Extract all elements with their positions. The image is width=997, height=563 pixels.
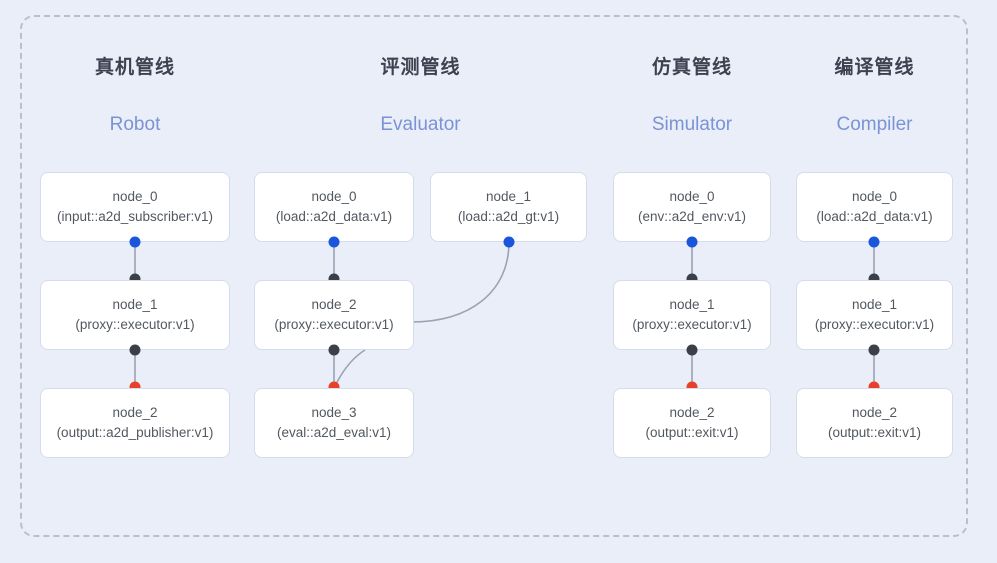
port-output-robot-1[interactable] xyxy=(129,344,141,356)
node-name: node_2 xyxy=(112,405,158,420)
port-output-simulator-1[interactable] xyxy=(686,344,698,356)
node-type: (output::a2d_publisher:v1) xyxy=(56,425,214,440)
node-compiler-1[interactable]: node_1 (proxy::executor:v1) xyxy=(796,280,953,350)
node-type: (load::a2d_data:v1) xyxy=(816,209,933,224)
port-output-compiler-1[interactable] xyxy=(868,344,880,356)
node-type: (proxy::executor:v1) xyxy=(814,317,935,332)
port-input-evaluator-3[interactable] xyxy=(328,381,340,393)
node-name: node_1 xyxy=(669,297,715,312)
column-title-en-compiler: Compiler xyxy=(836,114,913,135)
port-output-evaluator-1[interactable] xyxy=(503,236,515,248)
pipeline-column-compiler: 编译管线 Compiler xyxy=(796,55,953,138)
port-input-compiler-2[interactable] xyxy=(868,381,880,393)
dashed-container-frame xyxy=(20,15,968,537)
pipeline-column-robot: 真机管线 Robot xyxy=(40,55,230,138)
node-compiler-0[interactable]: node_0 (load::a2d_data:v1) xyxy=(796,172,953,242)
column-title-cn-evaluator: 评测管线 xyxy=(380,57,461,78)
node-robot-0[interactable]: node_0 (input::a2d_subscriber:v1) xyxy=(40,172,230,242)
pipeline-column-simulator: 仿真管线 Simulator xyxy=(613,55,771,138)
node-simulator-2[interactable]: node_2 (output::exit:v1) xyxy=(613,388,771,458)
node-name: node_0 xyxy=(112,189,158,204)
port-input-robot-1[interactable] xyxy=(129,273,141,285)
node-simulator-1[interactable]: node_1 (proxy::executor:v1) xyxy=(613,280,771,350)
column-title-en-evaluator: Evaluator xyxy=(380,114,461,135)
node-type: (proxy::executor:v1) xyxy=(632,317,752,332)
node-type: (env::a2d_env:v1) xyxy=(637,209,747,224)
node-evaluator-2[interactable]: node_2 (proxy::executor:v1) xyxy=(254,280,414,350)
port-input-robot-2[interactable] xyxy=(129,381,141,393)
column-title-en-simulator: Simulator xyxy=(651,114,733,135)
column-title-cn-robot: 真机管线 xyxy=(94,57,175,78)
node-name: node_1 xyxy=(112,297,158,312)
port-input-compiler-1[interactable] xyxy=(868,273,880,285)
pipeline-column-evaluator: 评测管线 Evaluator xyxy=(254,55,587,138)
port-input-evaluator-2[interactable] xyxy=(328,273,340,285)
node-type: (proxy::executor:v1) xyxy=(75,317,195,332)
node-name: node_1 xyxy=(485,189,532,204)
port-input-simulator-2[interactable] xyxy=(686,381,698,393)
node-type: (proxy::executor:v1) xyxy=(274,317,394,332)
port-output-evaluator-0[interactable] xyxy=(328,236,340,248)
node-type: (output::exit:v1) xyxy=(827,425,922,440)
node-simulator-0[interactable]: node_0 (env::a2d_env:v1) xyxy=(613,172,771,242)
node-name: node_2 xyxy=(851,405,898,420)
port-input-simulator-1[interactable] xyxy=(686,273,698,285)
column-title-en-robot: Robot xyxy=(109,114,161,135)
node-evaluator-0[interactable]: node_0 (load::a2d_data:v1) xyxy=(254,172,414,242)
node-type: (input::a2d_subscriber:v1) xyxy=(56,209,214,224)
node-type: (load::a2d_gt:v1) xyxy=(457,209,560,224)
port-output-simulator-0[interactable] xyxy=(686,236,698,248)
node-evaluator-3[interactable]: node_3 (eval::a2d_eval:v1) xyxy=(254,388,414,458)
node-name: node_1 xyxy=(851,297,898,312)
port-output-compiler-0[interactable] xyxy=(868,236,880,248)
node-name: node_2 xyxy=(669,405,715,420)
node-type: (load::a2d_data:v1) xyxy=(275,209,393,224)
node-name: node_3 xyxy=(311,405,357,420)
node-name: node_0 xyxy=(669,189,715,204)
node-robot-1[interactable]: node_1 (proxy::executor:v1) xyxy=(40,280,230,350)
node-name: node_0 xyxy=(851,189,898,204)
node-evaluator-1[interactable]: node_1 (load::a2d_gt:v1) xyxy=(430,172,587,242)
port-output-robot-0[interactable] xyxy=(129,236,141,248)
column-title-cn-compiler: 编译管线 xyxy=(834,57,915,78)
column-title-cn-simulator: 仿真管线 xyxy=(651,57,732,78)
node-type: (eval::a2d_eval:v1) xyxy=(276,425,392,440)
port-output-evaluator-2[interactable] xyxy=(328,344,340,356)
node-robot-2[interactable]: node_2 (output::a2d_publisher:v1) xyxy=(40,388,230,458)
node-type: (output::exit:v1) xyxy=(645,425,739,440)
node-compiler-2[interactable]: node_2 (output::exit:v1) xyxy=(796,388,953,458)
node-name: node_0 xyxy=(311,189,357,204)
node-name: node_2 xyxy=(311,297,357,312)
